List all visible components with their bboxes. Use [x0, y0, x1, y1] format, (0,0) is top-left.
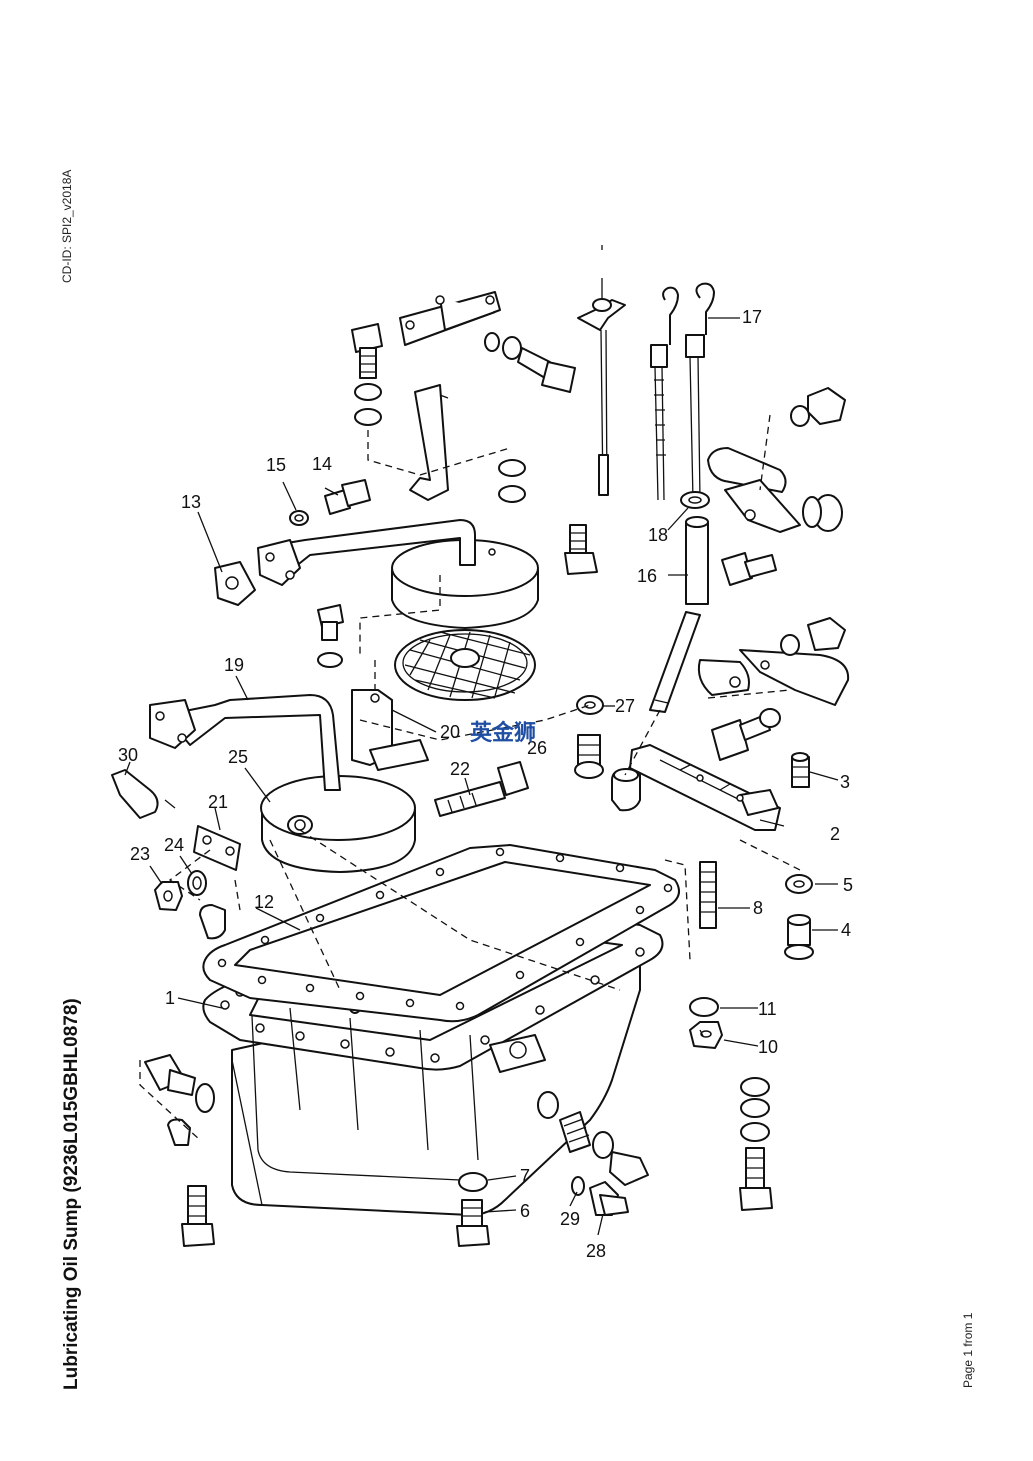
- angle-bracket: [409, 384, 449, 501]
- dipstick-b: [685, 282, 715, 501]
- plate-21: [193, 825, 241, 871]
- bolt-middle: [564, 524, 598, 575]
- callout-24: 24: [164, 835, 184, 855]
- callout-30: 30: [118, 745, 138, 765]
- alignment-lines: [139, 245, 801, 1141]
- long-bolt-22: [434, 761, 529, 817]
- callout-5: 5: [843, 875, 853, 895]
- callout-29: 29: [560, 1209, 580, 1229]
- washers-right: [498, 459, 526, 503]
- callout-17: 17: [742, 307, 762, 327]
- watermark-text: 英金狮: [470, 720, 536, 746]
- oil-strainer-upper: [391, 539, 539, 701]
- hex-bolt-top: [351, 323, 383, 426]
- washer-27: [576, 695, 604, 715]
- drain-plug-28: [589, 1181, 629, 1216]
- callout-labels: 1 2 3 4 5 6 7 8 10 11 12 13 14 15 16 17 …: [118, 307, 853, 1261]
- callout-1: 1: [165, 988, 175, 1008]
- washer-11: [689, 997, 719, 1017]
- callout-18: 18: [648, 525, 668, 545]
- callout-11: 11: [758, 999, 777, 1019]
- spring-washer: [289, 510, 309, 526]
- plug-26: [574, 734, 604, 779]
- dipstick-tube-sleeve: [685, 516, 709, 605]
- leader-lines: [124, 317, 839, 1236]
- dipstick-handle-t: [577, 298, 626, 496]
- sump-gasket: [202, 844, 680, 1023]
- oil-pickup-pipe-upper: [257, 519, 496, 586]
- callout-19: 19: [224, 655, 244, 675]
- washer-24: [187, 870, 207, 896]
- callout-28: 28: [586, 1241, 606, 1261]
- bolt-clamp-right: [721, 552, 777, 586]
- pressure-switch: [144, 1054, 215, 1146]
- callout-23: 23: [130, 844, 150, 864]
- clip-30: [111, 769, 176, 819]
- callout-10: 10: [758, 1037, 778, 1057]
- callout-25: 25: [228, 747, 248, 767]
- callout-2: 2: [830, 824, 840, 844]
- nut-10: [689, 1021, 723, 1049]
- breather-nut: [611, 768, 641, 812]
- callout-13: 13: [181, 492, 201, 512]
- flange-bolt: [324, 479, 371, 515]
- nut-23: [154, 881, 183, 911]
- callout-8: 8: [753, 898, 763, 918]
- callout-12: 12: [254, 892, 274, 912]
- callout-7: 7: [520, 1166, 530, 1186]
- callout-6: 6: [520, 1201, 530, 1221]
- bolt-clip: [711, 708, 781, 761]
- callout-26: 26: [527, 738, 547, 758]
- guide-rail-bracket: [629, 744, 781, 831]
- seal-ring-29: [571, 1176, 585, 1196]
- washer-7: [458, 1172, 488, 1192]
- plug-left: [199, 904, 226, 940]
- callout-22: 22: [450, 759, 470, 779]
- stud-8: [699, 861, 717, 929]
- support-bracket-top: [399, 291, 501, 346]
- oil-strainer-lower: [260, 775, 416, 873]
- bolt-6: [456, 1199, 490, 1247]
- callout-27: 27: [615, 696, 635, 716]
- bolt-horizontal-top: [484, 332, 576, 393]
- washer-5: [785, 874, 813, 894]
- callout-3: 3: [840, 772, 850, 792]
- plug-4: [784, 914, 814, 960]
- sleeve-insert: [791, 752, 810, 788]
- callout-21: 21: [208, 792, 228, 812]
- bolt-stack-right: [739, 1077, 773, 1211]
- callout-4: 4: [841, 920, 851, 940]
- callout-20: 20: [440, 722, 460, 742]
- sealing-washer: [680, 491, 710, 509]
- flange-gasket: [214, 561, 256, 606]
- callout-15: 15: [266, 455, 286, 475]
- drain-plug-assembly: [559, 1111, 649, 1186]
- oil-pickup-pipe-lower: [149, 689, 429, 791]
- dipstick-guide-tube: [649, 611, 701, 713]
- bolt-bottom-left: [181, 1185, 215, 1247]
- dipstick-a: [650, 286, 679, 501]
- clamp-assembly-upper: [707, 387, 846, 533]
- callout-14: 14: [312, 454, 332, 474]
- bolt-small: [317, 604, 344, 668]
- callout-16: 16: [637, 566, 657, 586]
- pipe-clip-bracket: [697, 617, 850, 706]
